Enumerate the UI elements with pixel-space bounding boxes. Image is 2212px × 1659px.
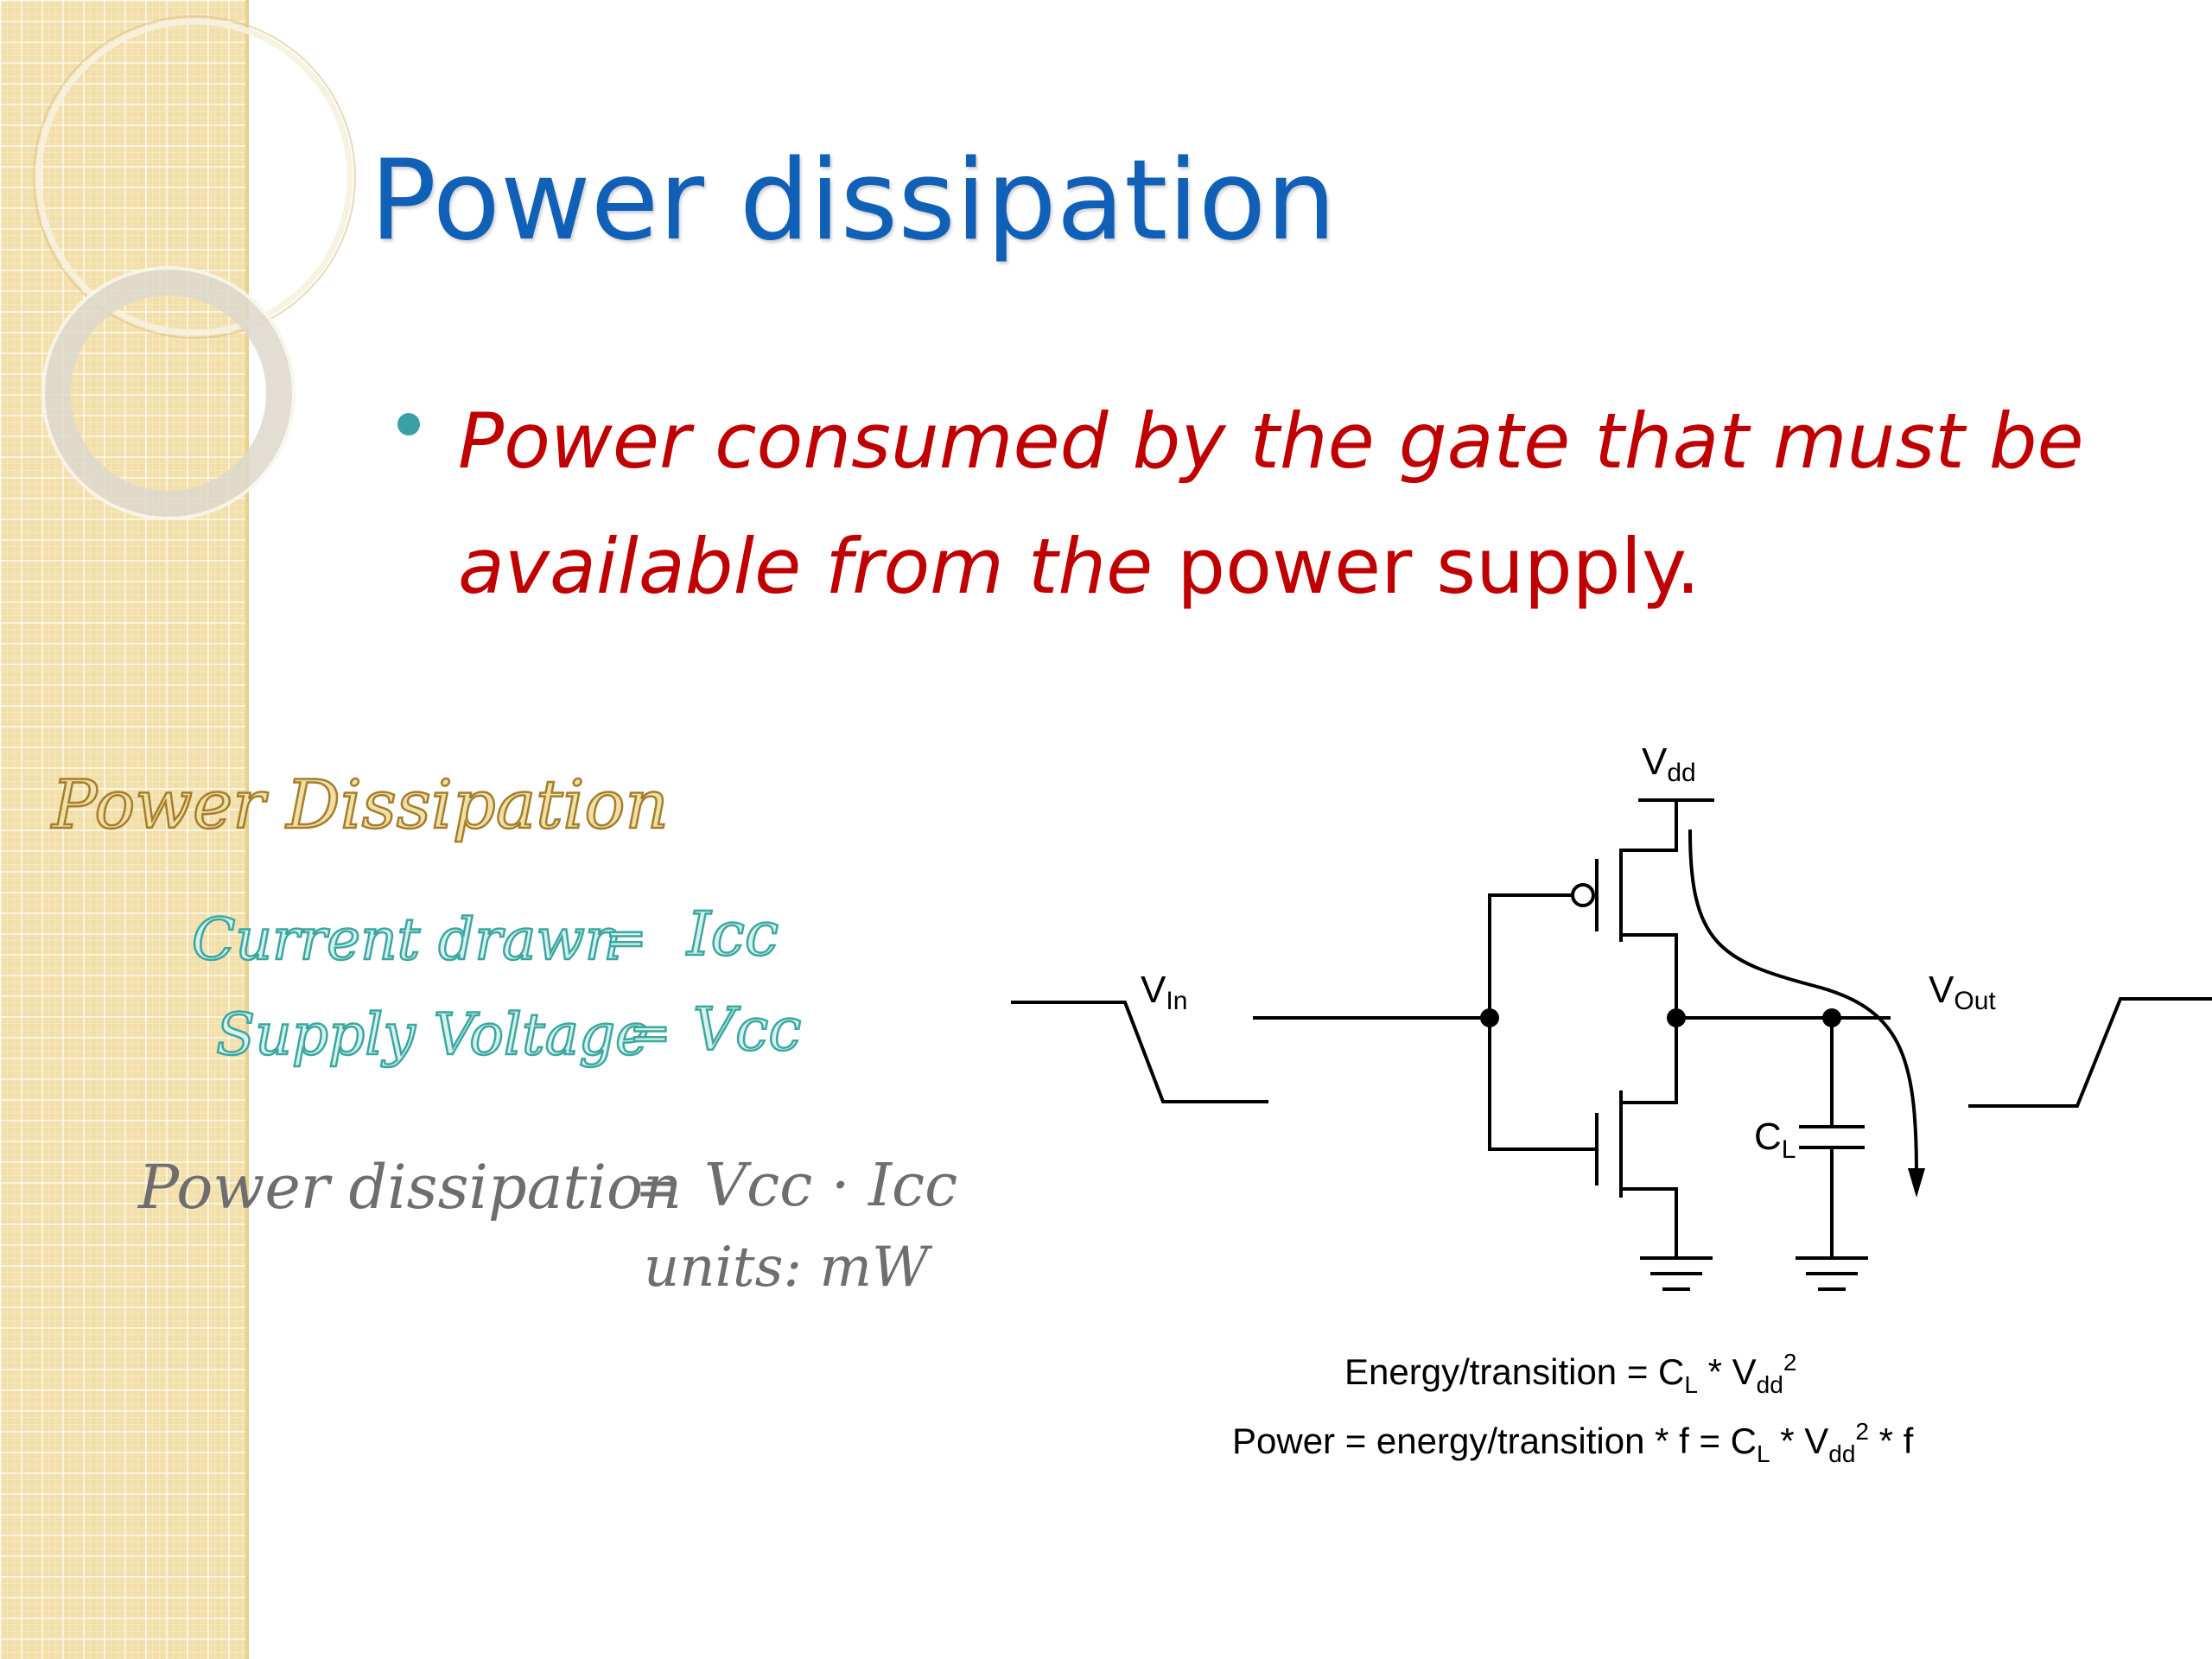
current-value: Icc (685, 899, 779, 969)
junction-dot-input (1480, 1008, 1499, 1027)
formula-right: Vcc · Icc (704, 1152, 957, 1220)
input-waveform (1011, 1001, 1268, 1103)
nmos-drain (1619, 1016, 1678, 1104)
output-waveform (1968, 997, 2212, 1108)
decorative-rings (33, 16, 356, 520)
power-equation: Power = energy/transition * f = CL * Vdd… (1232, 1418, 1914, 1467)
vdd-label: Vdd (1642, 741, 1696, 787)
pmos-drain (1619, 933, 1678, 1020)
supply-equals: = (629, 1003, 671, 1062)
handwritten-notes: Power Dissipation Current drawn = Icc Su… (49, 766, 957, 1300)
current-equals: = (605, 908, 647, 967)
cl-label: CL (1754, 1116, 1796, 1164)
load-capacitor (1799, 1125, 1865, 1149)
current-flow-arrow (1688, 829, 1919, 1178)
formula-equals: = (635, 1158, 678, 1218)
bullet-dot (397, 413, 420, 435)
notes-heading: Power Dissipation (50, 766, 669, 844)
ground-symbol-nmos (1640, 1256, 1713, 1291)
vout-label: VOut (1929, 969, 1996, 1015)
arrow-head-icon (1908, 1168, 1925, 1198)
current-label: Current drawn (192, 906, 621, 973)
formula-left: Power dissipation (137, 1152, 682, 1223)
formula-units: units: mW (644, 1236, 933, 1300)
bullet-italic-text: Power consumed by the gate that must be … (458, 397, 2084, 611)
supply-label: Supply Voltage (216, 1001, 649, 1068)
nmos-source (1619, 1187, 1678, 1258)
ground-symbol-cap (1796, 1256, 1868, 1291)
pmos-source (1619, 812, 1678, 852)
pmos-bubble (1571, 883, 1595, 907)
bullet-upright-text: power supply. (1177, 522, 1700, 611)
vin-label: VIn (1141, 969, 1187, 1015)
energy-equation: Energy/transition = CL * Vdd2 (1344, 1349, 1796, 1398)
junction-dot-cap (1822, 1008, 1841, 1027)
slide-title: Power dissipation (370, 137, 1337, 265)
junction-dot-output (1667, 1008, 1686, 1027)
bullet-text: Power consumed by the gate that must be … (458, 378, 2169, 629)
supply-value: Vcc (693, 996, 801, 1065)
